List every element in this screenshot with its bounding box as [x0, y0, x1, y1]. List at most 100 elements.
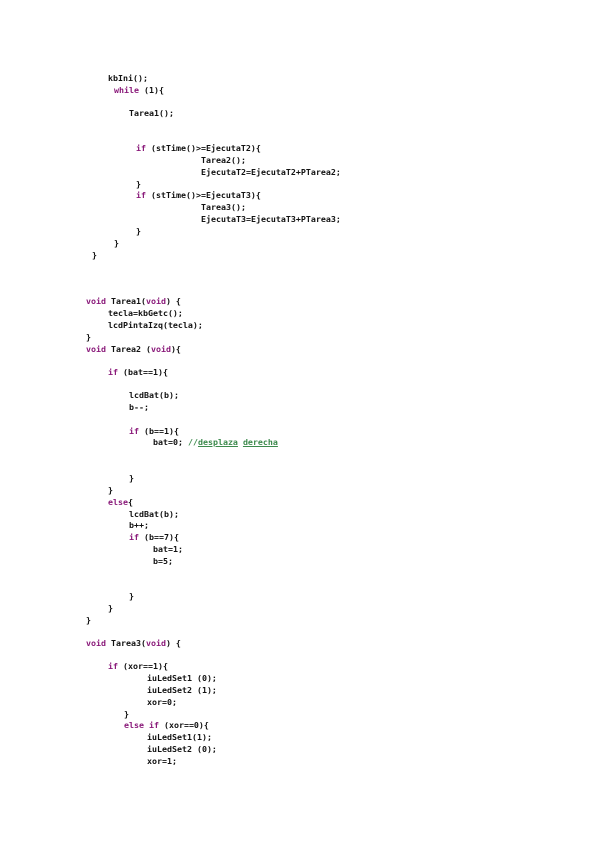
code-line: if (stTime()>=EjecutaT3){	[136, 190, 261, 200]
code-text: }	[108, 485, 113, 495]
code-line: while (1){	[114, 85, 164, 95]
code-line: if (b==1){	[129, 426, 179, 436]
code-line: lcdBat(b);	[129, 390, 179, 400]
code-line: b++;	[129, 520, 149, 530]
code-text: }	[136, 179, 141, 189]
code-line: }	[136, 226, 141, 236]
code-text: (bat==1){	[118, 367, 168, 377]
code-text: (xor==1){	[118, 661, 168, 671]
code-line: xor=0;	[147, 697, 177, 707]
keyword: if	[136, 143, 146, 153]
code-text: }	[124, 709, 129, 719]
code-line: void Tarea1(void) {	[86, 296, 181, 306]
code-line: iuLedSet2 (1);	[147, 685, 217, 695]
code-line: }	[92, 250, 97, 260]
code-line: b=5;	[153, 556, 173, 566]
code-text: Tarea1();	[129, 108, 174, 118]
code-text: lcdBat(b);	[129, 390, 179, 400]
code-line: }	[86, 332, 91, 342]
code-text: (b==7){	[139, 532, 179, 542]
code-line: lcdBat(b);	[129, 509, 179, 519]
code-line: }	[108, 485, 113, 495]
code-line: if (stTime()>=EjecutaT2){	[136, 143, 261, 153]
code-text: (b==1){	[139, 426, 179, 436]
code-text: }	[129, 591, 134, 601]
keyword: if	[136, 190, 146, 200]
code-text: EjecutaT2=EjecutaT2+PTarea2;	[201, 167, 341, 177]
code-line: Tarea3();	[201, 202, 246, 212]
code-text: Tarea2 (	[105, 344, 151, 354]
code-text: b=5;	[153, 556, 173, 566]
code-text: Tarea2();	[201, 155, 246, 165]
code-text: Tarea3(	[105, 638, 146, 648]
code-line: iuLedSet1(1);	[147, 732, 212, 742]
code-line: tecla=kbGetc();	[108, 308, 183, 318]
code-text: ){	[170, 344, 181, 354]
code-line: void Tarea2 (void){	[86, 344, 181, 354]
code-text: (stTime()>=EjecutaT3){	[146, 190, 261, 200]
code-text: bat=0;	[153, 437, 188, 447]
code-text: }	[92, 250, 97, 260]
code-line: xor=1;	[147, 756, 177, 766]
code-text: }	[108, 603, 113, 613]
keyword: if	[108, 367, 118, 377]
code-line: }	[108, 603, 113, 613]
code-text: (1){	[138, 85, 164, 95]
code-line: }	[114, 238, 119, 248]
code-line: Tarea2();	[201, 155, 246, 165]
code-text: kbIni();	[108, 73, 148, 83]
code-text: Tarea1(	[105, 296, 146, 306]
comment: derecha	[242, 437, 278, 447]
code-text: b--;	[129, 402, 149, 412]
code-text: iuLedSet1(1);	[147, 732, 212, 742]
keyword: else	[108, 497, 128, 507]
keyword: void	[145, 638, 166, 648]
keyword: if	[129, 532, 139, 542]
keyword: void	[145, 296, 166, 306]
keyword: while	[114, 85, 139, 95]
keyword: void	[86, 296, 106, 306]
code-line: Tarea1();	[129, 108, 174, 118]
code-text: {	[127, 497, 133, 507]
code-line: if (xor==1){	[108, 661, 168, 671]
code-line: void Tarea3(void) {	[86, 638, 181, 648]
keyword: void	[86, 638, 106, 648]
keyword: void	[86, 344, 106, 354]
comment: //	[187, 437, 198, 447]
code-line: if (b==7){	[129, 532, 179, 542]
code-line: b--;	[129, 402, 149, 412]
code-line: bat=0; //desplaza derecha	[153, 437, 278, 447]
code-text: (xor==0){	[158, 720, 209, 730]
code-text: iuLedSet1 (0);	[147, 673, 217, 683]
code-line: bat=1;	[153, 544, 183, 554]
code-text: bat=1;	[153, 544, 183, 554]
code-text: iuLedSet2 (1);	[147, 685, 217, 695]
code-line: if (bat==1){	[108, 367, 168, 377]
code-text: (stTime()>=EjecutaT2){	[146, 143, 261, 153]
code-line: }	[129, 591, 134, 601]
keyword: if	[129, 426, 139, 436]
code-text: ) {	[165, 296, 181, 306]
keyword: else if	[124, 720, 159, 730]
code-text: xor=1;	[147, 756, 177, 766]
code-line: iuLedSet2 (0);	[147, 744, 217, 754]
code-line: lcdPintaIzq(tecla);	[108, 320, 203, 330]
keyword: void	[150, 344, 171, 354]
code-text: ) {	[165, 638, 181, 648]
code-line: else{	[108, 497, 133, 507]
code-text: }	[129, 473, 134, 483]
code-text: lcdBat(b);	[129, 509, 179, 519]
code-line: else if (xor==0){	[124, 720, 209, 730]
code-text: }	[136, 226, 141, 236]
code-text: }	[114, 238, 119, 248]
code-text: tecla=kbGetc();	[108, 308, 183, 318]
code-text: EjecutaT3=EjecutaT3+PTarea3;	[201, 214, 341, 224]
keyword: if	[108, 661, 118, 671]
code-text: iuLedSet2 (0);	[147, 744, 217, 754]
code-text: }	[86, 615, 91, 625]
code-line: }	[86, 615, 91, 625]
code-text: Tarea3();	[201, 202, 246, 212]
code-line: EjecutaT2=EjecutaT2+PTarea2;	[201, 167, 341, 177]
code-line: EjecutaT3=EjecutaT3+PTarea3;	[201, 214, 341, 224]
